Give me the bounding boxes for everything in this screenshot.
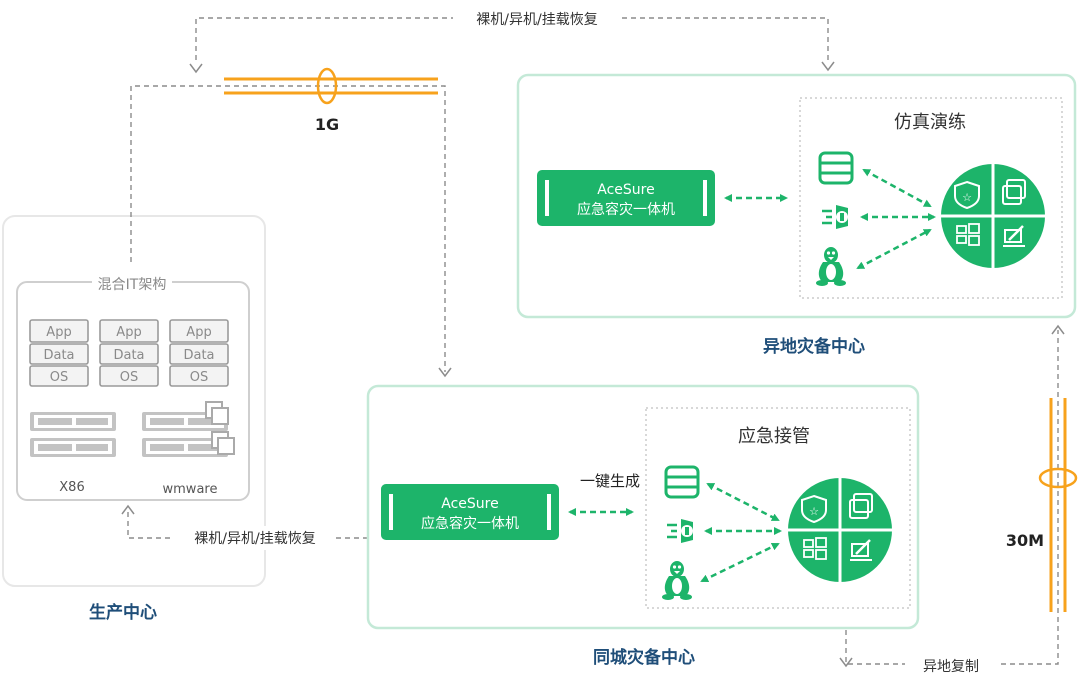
remote-replication-label: 异地复制 <box>923 658 979 675</box>
app-stack-3: App Data OS <box>169 319 229 387</box>
x86-server-icon <box>30 412 116 457</box>
bandwidth-1g-link: 1G <box>224 67 438 134</box>
stack-label: Data <box>113 348 144 363</box>
appliance-name: AceSure <box>441 496 498 512</box>
left-recovery-label: 裸机/异机/挂载恢复 <box>194 530 315 547</box>
linux-icon <box>662 561 692 600</box>
local-dr-center: 应急接管 AceSure 应急容灾一体机 一键生成 同城灾备中心 <box>366 384 920 668</box>
one-click-generate-label: 一键生成 <box>580 472 640 490</box>
local-center-label: 同城灾备中心 <box>593 647 695 668</box>
bandwidth-1g-label: 1G <box>315 115 339 134</box>
agent-icon <box>820 203 850 231</box>
stack-label: App <box>46 325 71 340</box>
acesure-appliance-local[interactable]: AceSure 应急容灾一体机 <box>381 484 559 540</box>
database-icon <box>664 465 700 499</box>
appliance-name: AceSure <box>597 182 654 198</box>
acesure-appliance-remote[interactable]: AceSure 应急容灾一体机 <box>537 170 715 226</box>
bandwidth-30m-link: 30M <box>1006 398 1078 612</box>
stack-label: Data <box>43 348 74 363</box>
simulation-drill-title: 仿真演练 <box>894 112 966 133</box>
remote-dr-center: 仿真演练 AceSure 应急容灾一体机 异地灾备中心 <box>516 73 1077 357</box>
production-uplink <box>130 85 452 378</box>
os-platforms-icon <box>786 476 894 584</box>
appliance-subtitle: 应急容灾一体机 <box>577 201 675 218</box>
stack-label: OS <box>50 370 68 385</box>
agent-icon <box>665 517 695 545</box>
stack-label: OS <box>190 370 208 385</box>
remote-center-label: 异地灾备中心 <box>763 336 865 357</box>
stack-label: OS <box>120 370 138 385</box>
remote-replication-link: 异地复制 <box>839 324 1065 678</box>
database-icon <box>818 151 854 185</box>
stack-label: App <box>186 325 211 340</box>
production-center-label: 生产中心 <box>89 602 157 623</box>
vmware-server-icon <box>142 401 235 457</box>
vmware-label: wmware <box>163 482 218 497</box>
os-platforms-icon <box>939 162 1047 270</box>
bandwidth-30m-label: 30M <box>1006 531 1044 550</box>
production-center: 混合IT架构 App Data OS App Data OS App Data … <box>2 215 266 623</box>
hybrid-it-title: 混合IT架构 <box>98 277 167 293</box>
x86-label: X86 <box>59 480 84 495</box>
linux-icon <box>816 247 846 286</box>
app-stack-1: App Data OS <box>29 319 89 387</box>
top-recovery-link: 裸机/异机/挂载恢复 <box>189 6 835 74</box>
stack-label: App <box>116 325 141 340</box>
emergency-takeover-title: 应急接管 <box>738 426 810 447</box>
app-stack-2: App Data OS <box>99 319 159 387</box>
top-recovery-label: 裸机/异机/挂载恢复 <box>476 11 597 28</box>
left-recovery-link: 裸机/异机/挂载恢复 <box>121 504 368 550</box>
stack-label: Data <box>183 348 214 363</box>
appliance-subtitle: 应急容灾一体机 <box>421 515 519 532</box>
